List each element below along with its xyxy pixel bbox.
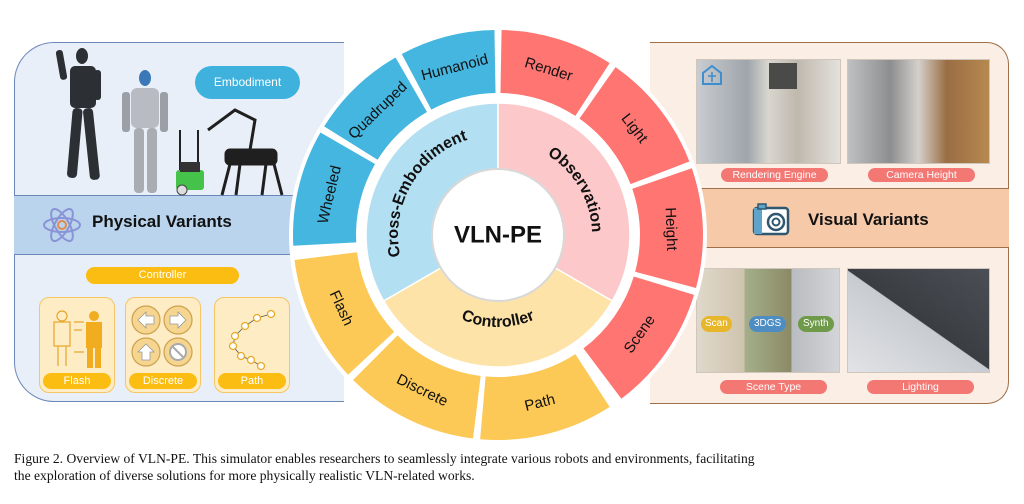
scan-tag: Scan [701,316,732,332]
scene-type-image: Scan 3DGS Synth [696,268,840,373]
lighting-image [847,268,990,373]
quadruped-robot-icon [207,108,284,196]
synth-tag: Synth [798,316,834,332]
humanoid-robot-icon [55,48,101,180]
rendering-engine-image [696,59,841,164]
scene-type-label: Scene Type [720,380,827,394]
flash-card: Flash [39,297,115,393]
visual-variants-header [690,188,1009,248]
vln-pe-wheel: RenderLightHeightScenePathDiscreteFlashW… [289,26,707,444]
camera-icon [752,203,790,236]
outer-segment-quadruped [324,57,427,160]
humanoid-robot-2-icon [122,70,168,193]
3dgs-tag: 3DGS [749,316,787,332]
outer-segment-height [632,168,703,289]
caption-line-1: Figure 2. Overview of VLN-PE. This simul… [14,451,755,466]
visual-variants-title: Visual Variants [808,210,929,229]
engine-logo-icon [702,64,722,85]
arrow-keys-icon [131,305,193,367]
path-card-label: Path [218,373,286,389]
figure-caption: Figure 2. Overview of VLN-PE. This simul… [14,450,1014,484]
camera-height-image [847,59,990,164]
atom-icon [43,208,81,242]
outer-segment-light [579,67,690,185]
inner-label-controller: Controller [459,307,536,331]
outer-segment-render [500,30,610,116]
embodiment-pill: Embodiment [195,66,300,99]
physical-variants-title: Physical Variants [92,212,232,231]
discrete-card-label: Discrete [129,373,197,389]
outer-segment-path [480,354,610,440]
lighting-label: Lighting [867,380,974,394]
controller-pill: Controller [86,267,239,284]
path-card: Path [214,297,290,393]
outer-segment-wheeled [293,132,376,246]
engine-logo-2-icon [769,63,797,89]
teleport-figure-icon [53,310,102,368]
rendering-engine-label: Rendering Engine [721,168,828,182]
outer-segment-flash [294,252,395,375]
center-title: VLN-PE [454,222,542,249]
outer-segment-humanoid [401,30,496,110]
wheeled-robot-icon [176,130,204,196]
center-circle [431,168,565,302]
caption-line-2: the exploration of diverse solutions for… [14,468,475,483]
physical-variants-header [14,195,314,255]
robots-illustration [55,48,284,196]
outer-label-height: Height [662,207,681,252]
outer-segment-discrete [353,335,481,439]
outer-label-path: Path [523,391,557,415]
discrete-card: Discrete [125,297,201,393]
camera-height-label: Camera Height [868,168,975,182]
outer-segment-scene [583,276,695,399]
flash-card-label: Flash [43,373,111,389]
waypoint-path-icon [228,309,276,371]
